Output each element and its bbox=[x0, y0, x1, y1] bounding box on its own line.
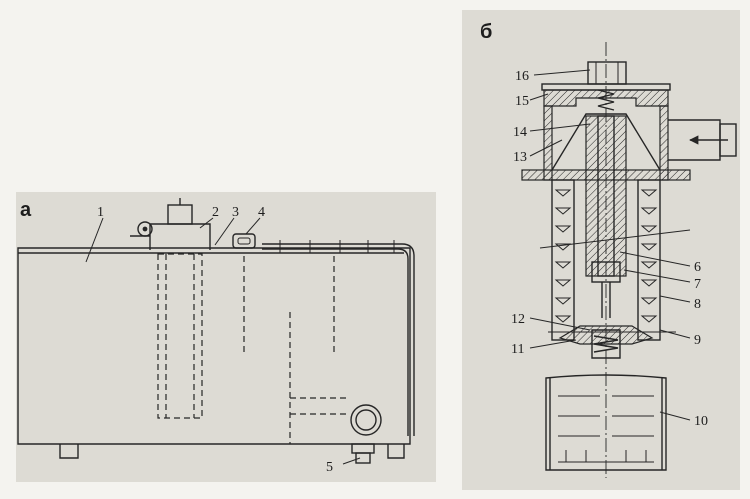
callout-11: 11 bbox=[511, 342, 524, 357]
pipe-clamps bbox=[279, 240, 395, 253]
tank-foot-right bbox=[387, 444, 405, 459]
housing-wall-right bbox=[659, 105, 669, 181]
callout-10: 10 bbox=[694, 414, 708, 429]
callout-4: 4 bbox=[258, 205, 265, 220]
return-pipe-outer bbox=[262, 243, 415, 436]
callout-8: 8 bbox=[694, 297, 701, 312]
suction-pipe bbox=[290, 397, 350, 415]
return-pipe-inner bbox=[262, 248, 409, 436]
callout-2: 2 bbox=[212, 205, 219, 220]
bypass-spring bbox=[593, 335, 619, 353]
tank-drawing bbox=[17, 198, 415, 465]
cover bbox=[543, 89, 669, 107]
level-gauge bbox=[232, 233, 256, 249]
callout-12: 12 bbox=[511, 312, 525, 327]
callout-6: 6 bbox=[694, 260, 701, 275]
filter-bowl bbox=[545, 374, 667, 471]
suction-port bbox=[350, 404, 382, 436]
callout-9: 9 bbox=[694, 333, 701, 348]
panel-label-a: а bbox=[20, 199, 32, 221]
tank-body bbox=[17, 247, 411, 445]
filter-drawing bbox=[521, 42, 737, 478]
tank-foot-left bbox=[59, 444, 79, 459]
panel-a-shading bbox=[16, 192, 436, 482]
panel-label-b: б bbox=[480, 21, 492, 43]
callout-7: 7 bbox=[694, 277, 701, 292]
bypass-valve-body bbox=[558, 325, 654, 345]
flow-arrows bbox=[558, 395, 654, 463]
filter-element-left bbox=[551, 179, 575, 341]
callout-3: 3 bbox=[232, 205, 239, 220]
callout-13: 13 bbox=[513, 150, 527, 165]
filter-insert bbox=[157, 253, 203, 419]
callout-14: 14 bbox=[513, 125, 527, 140]
inner-cone bbox=[551, 113, 661, 171]
callout-1: 1 bbox=[97, 205, 104, 220]
callout-5: 5 bbox=[326, 460, 333, 475]
housing-wall-left bbox=[543, 105, 553, 181]
bypass-valve-cup bbox=[591, 329, 621, 359]
relief-spring bbox=[597, 89, 615, 111]
callout-15: 15 bbox=[515, 94, 529, 109]
callout-16: 16 bbox=[515, 69, 529, 84]
